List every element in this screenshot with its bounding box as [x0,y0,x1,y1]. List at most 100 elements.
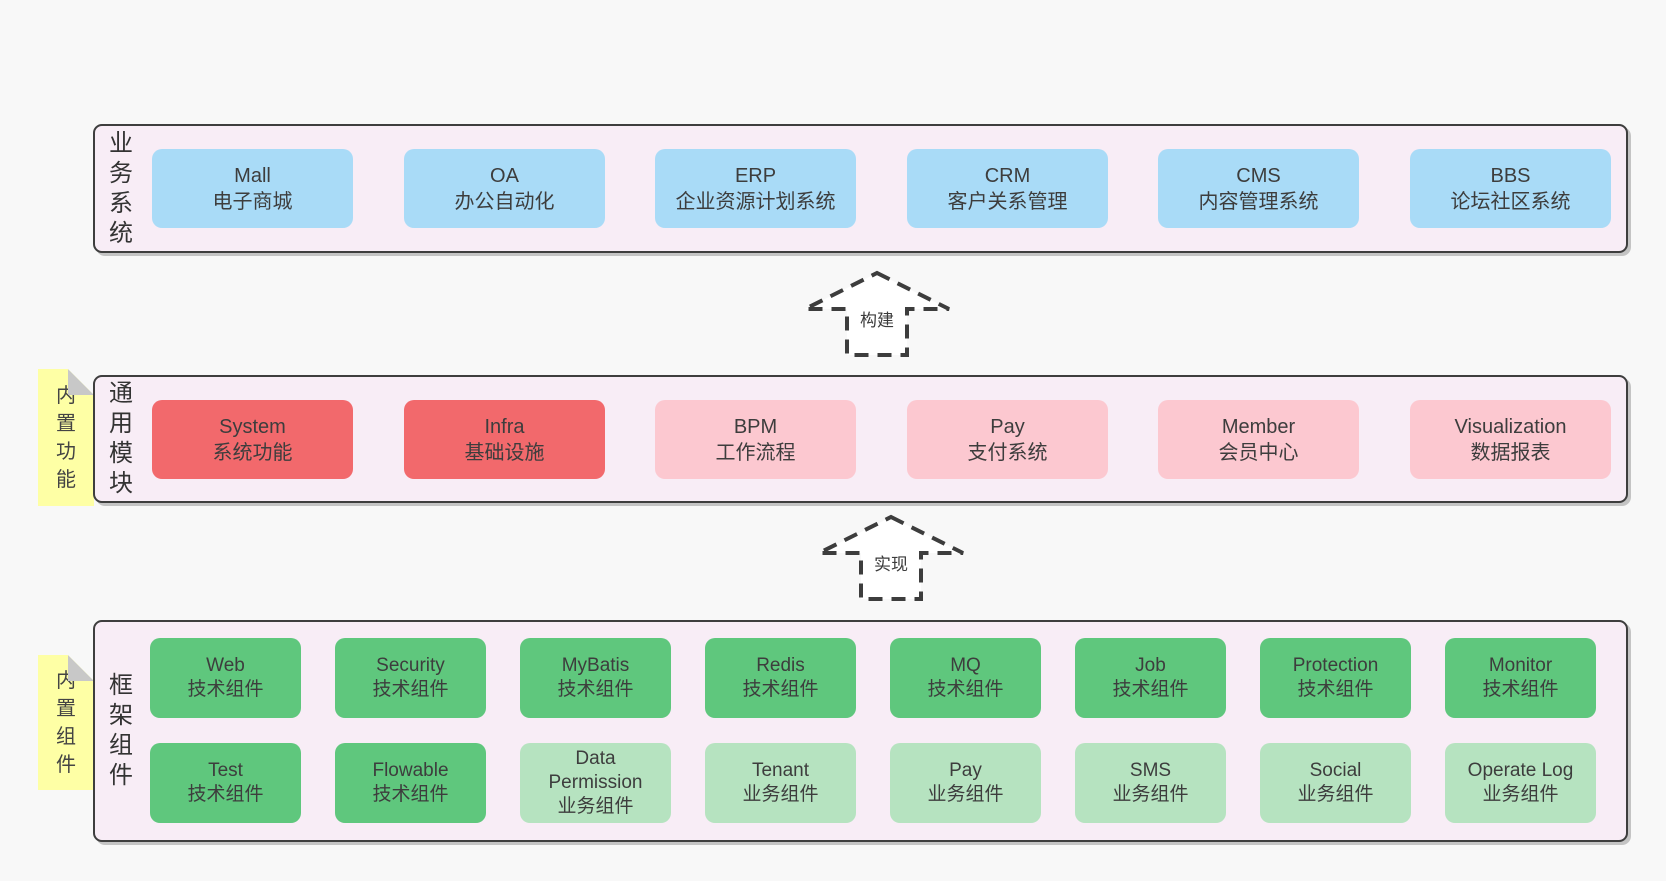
box-name: BPM [733,415,778,438]
box-desc: 技术组件 [187,784,264,805]
box-name: Protection [1292,655,1379,676]
folded-corner-icon [68,655,94,681]
box-name: Redis [756,655,805,676]
implement-arrow: 实现 [816,514,966,602]
box-desc: 数据报表 [1470,441,1551,464]
business-box-mall: Mall 电子商城 [152,149,353,228]
box-desc: 技术组件 [927,679,1004,700]
box-name: Operate Log [1467,760,1574,781]
box-name: System [219,415,286,438]
box-name: Web [206,655,245,676]
business-box-bbs: BBS 论坛社区系统 [1410,149,1611,228]
box-name: MQ [950,655,981,676]
component-box-flowable: Flowable 技术组件 [335,743,486,823]
box-desc: 业务组件 [1112,784,1189,805]
box-name: Test [208,760,243,781]
box-name: Monitor [1488,655,1553,676]
box-name: Pay [949,760,982,781]
box-desc: 技术组件 [372,784,449,805]
box-desc: 业务组件 [742,784,819,805]
box-desc: 业务组件 [1482,784,1559,805]
box-desc: 技术组件 [372,679,449,700]
arrow-label: 实现 [871,550,911,575]
component-box-web: Web 技术组件 [150,638,301,718]
box-desc: 基础设施 [464,441,545,464]
box-name: SMS [1129,760,1172,781]
box-desc: 客户关系管理 [947,190,1068,213]
box-desc: 技术组件 [1297,679,1374,700]
module-box-member: Member 会员中心 [1158,400,1359,479]
box-name: ERP [734,164,777,187]
panel-framework-components: 框架组件 Web 技术组件 Security 技术组件 MyBatis 技术组件… [93,620,1628,842]
box-desc: 技术组件 [1482,679,1559,700]
component-box-job: Job 技术组件 [1075,638,1226,718]
box-desc: 技术组件 [557,679,634,700]
box-name: CMS [1236,164,1281,187]
box-desc: 支付系统 [967,441,1048,464]
component-box-pay: Pay 业务组件 [890,743,1041,823]
box-name: MyBatis [561,655,630,676]
build-arrow: 构建 [802,270,952,358]
box-desc: 业务组件 [927,784,1004,805]
box-desc: 会员中心 [1218,441,1299,464]
module-box-bpm: BPM 工作流程 [655,400,856,479]
box-desc: 业务组件 [557,796,634,817]
box-name: Social [1309,760,1362,781]
box-desc: 企业资源计划系统 [675,190,836,213]
business-box-cms: CMS 内容管理系统 [1158,149,1359,228]
component-box-data-permission: Data Permission 业务组件 [520,743,671,823]
component-box-mq: MQ 技术组件 [890,638,1041,718]
sticky-note-builtin-features: 内置功能 [38,369,94,506]
component-box-sms: SMS 业务组件 [1075,743,1226,823]
box-name: Mall [234,164,271,187]
business-box-oa: OA 办公自动化 [404,149,605,228]
box-desc: 办公自动化 [454,190,555,213]
panel-label-vertical: 业务系统 [109,129,133,247]
box-name: Member [1221,415,1296,438]
box-desc: 工作流程 [715,441,796,464]
box-name: Data Permission [548,748,643,793]
component-box-test: Test 技术组件 [150,743,301,823]
sticky-note-label: 内置功能 [56,384,76,491]
component-box-security: Security 技术组件 [335,638,486,718]
component-box-monitor: Monitor 技术组件 [1445,638,1596,718]
box-name: Security [376,655,445,676]
module-box-infra: Infra 基础设施 [404,400,605,479]
box-desc: 电子商城 [212,190,293,213]
component-box-mybatis: MyBatis 技术组件 [520,638,671,718]
box-desc: 业务组件 [1297,784,1374,805]
box-desc: 系统功能 [212,441,293,464]
box-desc: 技术组件 [742,679,819,700]
component-box-operate-log: Operate Log 业务组件 [1445,743,1596,823]
module-box-system: System 系统功能 [152,400,353,479]
box-desc: 技术组件 [187,679,264,700]
business-box-erp: ERP 企业资源计划系统 [655,149,856,228]
panel-common-modules: 通用模块 System 系统功能 Infra 基础设施 BPM 工作流程 Pay… [93,375,1628,503]
panel-label-vertical: 通用模块 [109,380,133,497]
box-name: Job [1135,655,1166,676]
box-name: Visualization [1454,415,1567,438]
module-box-visualization: Visualization 数据报表 [1410,400,1611,479]
box-name: Infra [484,415,525,438]
box-name: BBS [1490,164,1531,187]
component-box-social: Social 业务组件 [1260,743,1411,823]
box-desc: 技术组件 [1112,679,1189,700]
component-box-protection: Protection 技术组件 [1260,638,1411,718]
box-name: Pay [990,415,1025,438]
box-desc: 论坛社区系统 [1450,190,1571,213]
component-box-tenant: Tenant 业务组件 [705,743,856,823]
panel-business-systems: 业务系统 Mall 电子商城 OA 办公自动化 ERP 企业资源计划系统 CRM… [93,124,1628,253]
arrow-label: 构建 [857,306,897,331]
sticky-note-builtin-components: 内置组件 [38,655,94,790]
box-name: Flowable [372,760,449,781]
box-name: OA [490,164,519,187]
module-box-pay: Pay 支付系统 [907,400,1108,479]
box-name: CRM [984,164,1031,187]
box-name: Tenant [751,760,810,781]
panel-label-vertical: 框架组件 [109,672,133,789]
sticky-note-label: 内置组件 [56,669,76,776]
component-box-redis: Redis 技术组件 [705,638,856,718]
box-desc: 内容管理系统 [1198,190,1319,213]
folded-corner-icon [68,369,94,395]
